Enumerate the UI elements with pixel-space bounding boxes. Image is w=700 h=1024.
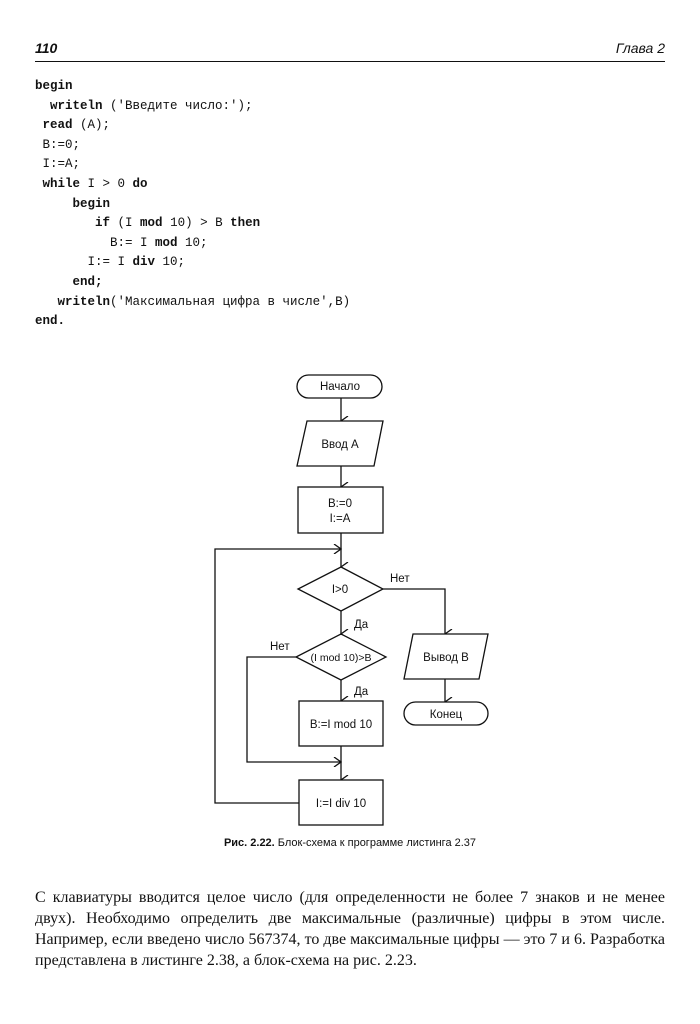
cond1-yes-label: Да: [354, 619, 369, 631]
code-keyword: begin: [72, 196, 111, 211]
code-text: ('Введите число:');: [102, 98, 253, 113]
page-number: 110: [35, 40, 58, 56]
code-text: I:=A;: [42, 157, 81, 172]
code-keyword: do: [132, 176, 148, 191]
code-line: if (I mod 10) > B then: [35, 214, 350, 234]
init-label-2: I:=A: [330, 513, 351, 525]
code-line: read (A);: [35, 116, 350, 136]
code-line: B:= I mod 10;: [35, 234, 350, 254]
code-text: I > 0: [80, 176, 133, 191]
code-text: ('Максимальная цифра в числе',B): [110, 294, 351, 309]
code-keyword: while: [42, 176, 81, 191]
code-text: (I: [110, 216, 141, 231]
code-line: end;: [35, 273, 350, 293]
start-terminal: [296, 374, 383, 399]
code-keyword: end;: [72, 274, 103, 289]
code-line: I:=A;: [35, 155, 350, 175]
caption-text: Блок-схема к программе листинга 2.37: [274, 837, 477, 849]
end-terminal: [403, 701, 489, 726]
code-keyword: div: [132, 255, 156, 270]
figure-caption: Рис. 2.22. Блок-схема к программе листин…: [0, 837, 700, 849]
cond1-no-label: Нет: [390, 573, 410, 585]
code-line: writeln('Максимальная цифра в числе',B): [35, 293, 351, 313]
cond2-no-label: Нет: [270, 641, 290, 653]
output-label: Вывод B: [423, 652, 469, 664]
end-label: Конец: [430, 709, 463, 721]
body-paragraph: С клавиатуры вводится целое число (для о…: [35, 889, 665, 969]
loop-back-line: [214, 549, 341, 804]
code-keyword: mod: [140, 216, 163, 231]
code-keyword: mod: [155, 235, 178, 250]
code-text: I:= I: [87, 255, 133, 270]
code-text: (A);: [72, 118, 111, 133]
input-block: [296, 420, 384, 467]
cond1-label: I>0: [332, 584, 348, 596]
code-line: begin: [35, 77, 350, 97]
code-keyword: begin: [35, 79, 73, 93]
assign-b-label: B:=I mod 10: [310, 719, 372, 731]
init-block: [297, 486, 384, 534]
code-keyword: writeln: [50, 98, 103, 113]
code-text: 10;: [177, 235, 208, 250]
caption-label: Рис. 2.22.: [223, 837, 275, 849]
code-text: B:= I: [110, 235, 156, 250]
output-block: [403, 633, 489, 680]
assign-i-block: [298, 779, 384, 826]
init-label-1: B:=0: [328, 498, 352, 510]
code-line: end.: [35, 312, 350, 332]
code-keyword: writeln: [57, 294, 111, 309]
start-label: Начало: [320, 381, 360, 393]
code-text: B:=0;: [42, 137, 81, 152]
chapter-title: Глава 2: [615, 40, 665, 56]
code-keyword: read: [42, 118, 73, 133]
code-line: B:=0;: [35, 136, 350, 156]
code-line: begin: [35, 195, 350, 215]
input-label: Ввод A: [321, 439, 359, 451]
flowchart: Начало Ввод A B:=0 I:=A I>0 Нет Да (I mo…: [214, 374, 489, 826]
code-line: I:= I div 10;: [35, 253, 350, 273]
no-branch-line: [246, 656, 341, 762]
assign-i-label: I:=I div 10: [316, 798, 366, 810]
code-text: 10) > B: [162, 216, 231, 231]
code-line: while I > 0 do: [35, 175, 350, 195]
no-branch-line: [383, 588, 445, 634]
code-text: 10;: [155, 255, 186, 270]
code-keyword: then: [230, 216, 261, 231]
cond2-yes-label: Да: [354, 686, 369, 698]
code-listing: begin writeln ('Введите число:'); read (…: [35, 77, 350, 332]
code-keyword: end.: [35, 314, 66, 329]
cond2-label: (I mod 10)>B: [311, 652, 372, 664]
page-header: 110 Глава 2: [35, 40, 665, 62]
code-line: writeln ('Введите число:');: [35, 97, 350, 117]
code-keyword: if: [95, 216, 111, 231]
